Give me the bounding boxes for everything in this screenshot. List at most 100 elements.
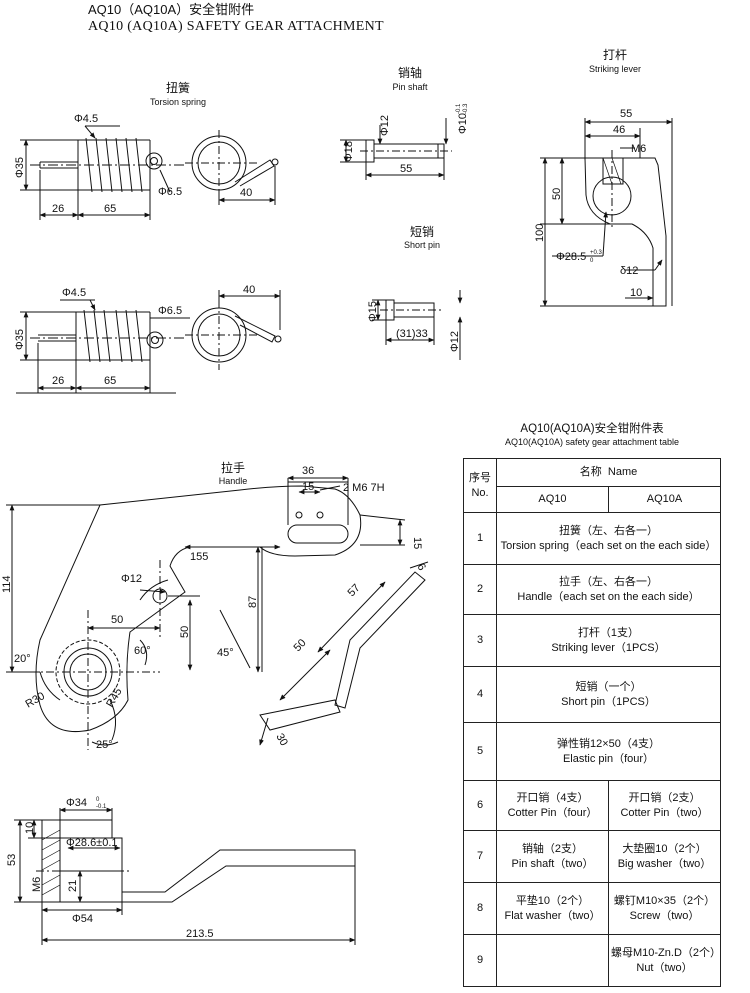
table-row: 3 打杆（1支） Striking lever（1PCS） [463,614,721,667]
dim-h-155: 155 [190,551,208,563]
table-row: 2 拉手（左、右各一） Handle（each set on the each … [463,564,721,615]
row-a-zh: 销轴（2支） [521,842,584,855]
dim-h-thread: 2 M6 7H [343,482,385,494]
dim-h-12: Φ12 [121,573,142,585]
row-en: Short pin（1PCS） [561,695,656,708]
dim-ps-tol: Φ10 [457,113,469,134]
handle-drawing [6,475,429,750]
header-name-en: Name [607,466,638,478]
dim-sl-thread: M6 [631,143,646,155]
dim-sp-head: Φ15 [367,301,379,322]
dim-ps-head: Φ18 [343,141,355,162]
short-pin-label-en: Short pin [403,240,441,250]
pin-shaft-label-zh: 销轴 [397,66,422,80]
side-view-drawing [14,807,356,945]
dim-sl-tip: 10 [630,287,642,299]
parts-table: 序号 No. 名称 Name AQ10 AQ10A 1 扭簧（左、右各一） To… [463,458,721,987]
dim-h-r30: R30 [24,690,47,710]
row-zh: 拉手（左、右各一） [559,575,658,588]
table-row: 5 弹性销12×50（4支） Elastic pin（four） [463,722,721,781]
dim-sv-213: 213.5 [186,928,214,940]
dim-sl-hole: Φ28.5 [556,251,586,263]
striking-lever-drawing [540,118,673,307]
row-a-en: Flat washer（two） [504,909,601,922]
dim-ts-eye: Φ6.5 [158,186,182,198]
dim-h-57: 57 [346,582,363,599]
table-row: 7 销轴（2支） Pin shaft（two） 大垫圈10（2个） Big wa… [463,830,721,883]
row-en: Elastic pin（four） [562,752,655,765]
striking-lever-label-zh: 打杆 [602,48,627,62]
row-a-en: Pin shaft（two） [511,857,594,870]
row-b-zh: 螺母M10-Zn.D（2个） [611,946,722,959]
dim-ps-tolup: -0.1 [456,103,462,114]
header-aq10: AQ10 [496,486,609,513]
row-b-en: Screw（two） [629,909,700,922]
dim-sl-thick: δ12 [620,265,638,277]
dim-sv-34dn: -0.1 [96,804,107,810]
row-item: 扭簧（左、右各一） Torsion spring（each set on the… [496,512,721,565]
dim-h-15a: 15 [302,481,314,493]
dim-h-114: 114 [1,575,13,593]
dimension-labels: Φ4.5 Φ35 Φ6.5 26 65 40 Φ4.5 Φ35 Φ6.5 26 … [1,103,646,940]
row-no: 3 [463,614,497,667]
dim-tsb-wire: Φ4.5 [62,287,86,299]
dim-tsb-od: Φ35 [14,329,26,350]
dim-h-50c: 50 [292,637,309,654]
row-item: 拉手（左、右各一） Handle（each set on the each si… [496,564,721,615]
header-name: 名称 Name [496,458,721,487]
header-aq10a: AQ10A [608,486,721,513]
row-item-aq10: 平垫10（2个） Flat washer（two） [496,882,609,935]
dim-tsb-leg: 40 [243,284,255,296]
row-no: 8 [463,882,497,935]
torsion-spring-top-drawing [20,125,279,220]
row-item-aq10a: 开口销（2支） Cotter Pin（two） [608,780,721,831]
dim-tsb-eye: Φ6.5 [158,305,182,317]
row-no: 7 [463,830,497,883]
dim-h-50b: 50 [179,626,191,638]
header-no: 序号 No. [463,458,497,513]
table-row: 4 短销（一个） Short pin（1PCS） [463,666,721,723]
header-no-en: No. [471,486,489,499]
row-no: 1 [463,512,497,565]
row-item-aq10: 开口销（4支） Cotter Pin（four） [496,780,609,831]
row-zh: 扭簧（左、右各一） [559,524,658,537]
title-en: AQ10 (AQ10A) SAFETY GEAR ATTACHMENT [88,19,384,34]
title-zh: AQ10（AQ10A）安全钳附件 [88,2,255,17]
row-zh: 打杆（1支） [577,626,640,639]
row-en: Striking lever（1PCS） [551,641,666,654]
row-no: 5 [463,722,497,781]
row-en: Torsion spring（each set on the each side… [500,539,717,552]
dim-sv-34: Φ34 [66,797,87,809]
pin-shaft-drawing [340,118,452,180]
dim-sv-21: 21 [67,880,79,892]
dim-h-a25: 25° [96,739,113,751]
row-no: 2 [463,564,497,615]
row-b-zh: 大垫圈10（2个） [622,842,707,855]
dim-sl-h2: 100 [534,224,546,242]
dim-tsb-l2: 65 [104,375,116,387]
dim-sl-w2: 46 [613,124,625,136]
header-no-zh: 序号 [469,471,491,484]
row-a-en: Cotter Pin（four） [507,806,598,819]
row-item-aq10a: 大垫圈10（2个） Big washer（two） [608,830,721,883]
dim-sv-53: 53 [6,854,18,866]
torsion-spring-bottom-drawing [16,290,282,394]
dim-h-87: 87 [247,596,259,608]
dim-ps-length: 55 [400,163,412,175]
dim-sv-10: 10 [24,822,36,834]
dim-sv-54: Φ54 [72,913,93,925]
handle-label-zh: 拉手 [220,461,245,475]
dim-h-a20: 20° [14,653,31,665]
row-b-zh: 开口销（2支） [628,791,701,804]
row-en: Handle（each set on the each side） [517,590,700,603]
dim-sl-h1: 50 [551,188,563,200]
table-row: 9 螺母M10-Zn.D（2个） Nut（two） [463,934,722,987]
dim-ts-od: Φ35 [14,157,26,178]
table-title-zh: AQ10(AQ10A)安全钳附件表 [520,423,664,435]
torsion-spring-label-en: Torsion spring [149,97,207,107]
short-pin-label-zh: 短销 [409,225,434,239]
row-item: 打杆（1支） Striking lever（1PCS） [496,614,721,667]
dim-tsb-l1: 26 [52,375,64,387]
dim-ts-wire: Φ4.5 [74,113,98,125]
short-pin-drawing [372,290,463,360]
